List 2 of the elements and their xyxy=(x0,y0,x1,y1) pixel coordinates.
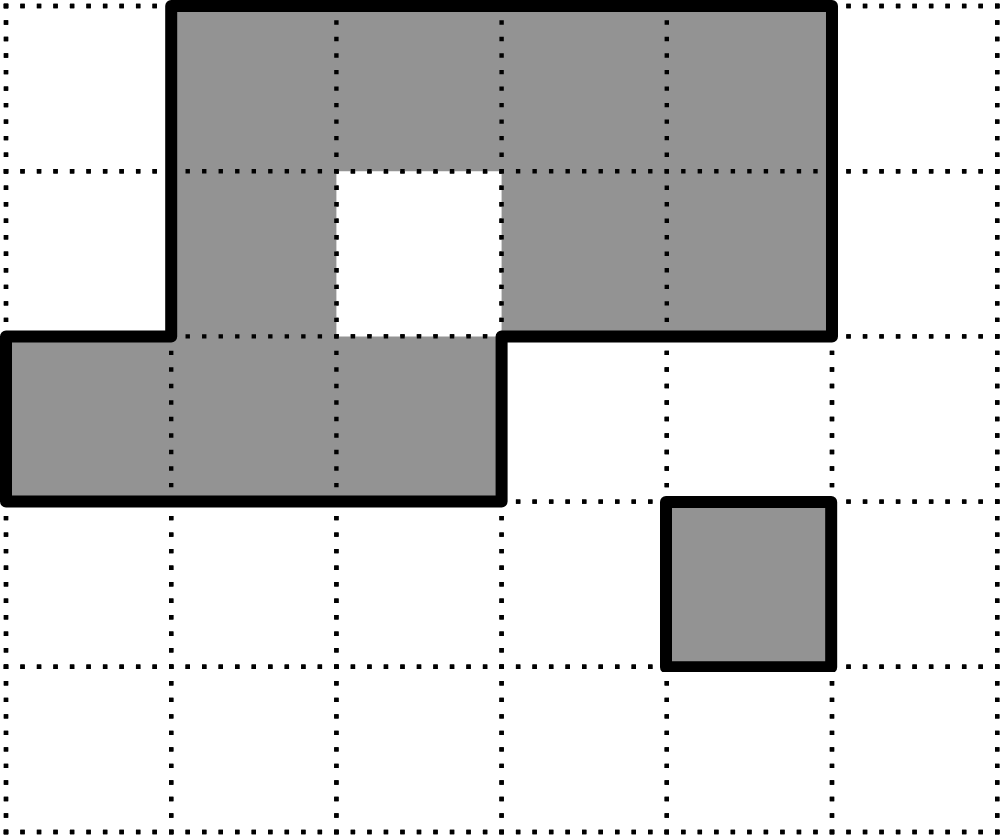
filled-square xyxy=(660,495,838,673)
filled-region xyxy=(0,0,838,508)
